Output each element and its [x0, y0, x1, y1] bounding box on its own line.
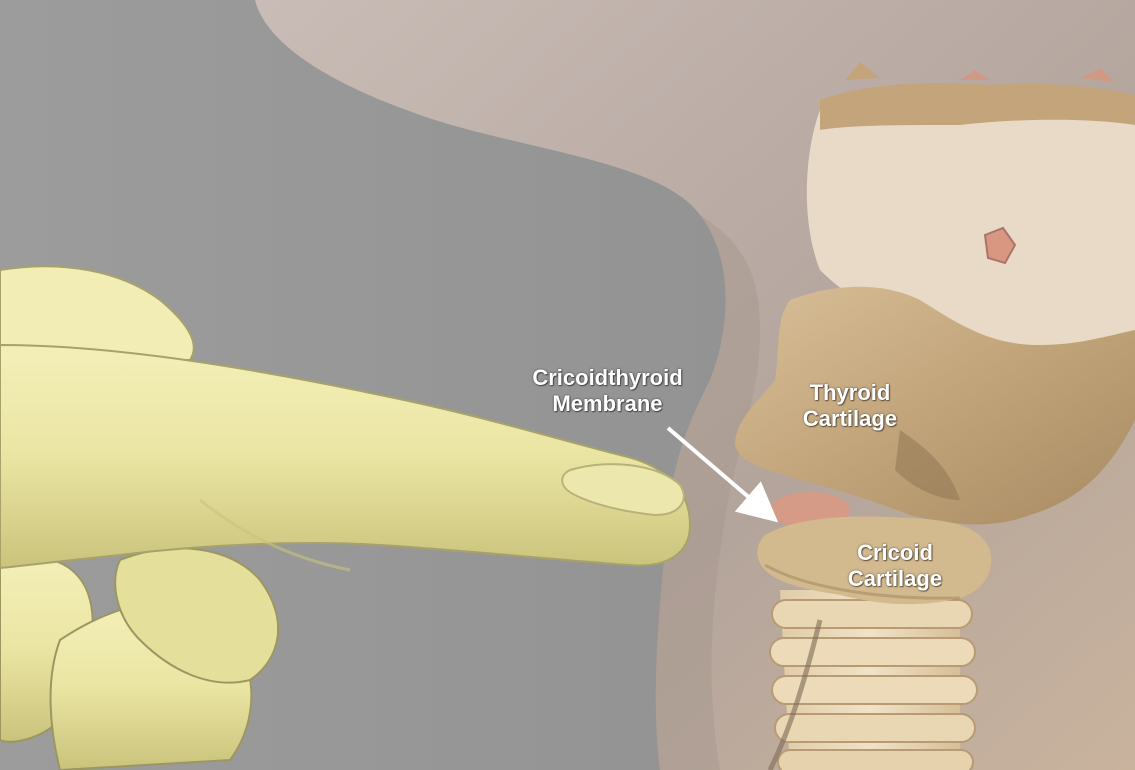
- label-membrane-line2: Membrane: [505, 391, 710, 417]
- label-cricoid-cartilage: Cricoid Cartilage: [820, 540, 970, 592]
- label-thyroid-line2: Cartilage: [775, 406, 925, 432]
- trachea: [770, 590, 977, 770]
- label-thyroid-cartilage: Thyroid Cartilage: [775, 380, 925, 432]
- label-membrane-line1: Cricoidthyroid: [505, 365, 710, 391]
- label-cricoidthyroid-membrane: Cricoidthyroid Membrane: [505, 365, 710, 417]
- label-cricoid-line2: Cartilage: [820, 566, 970, 592]
- label-thyroid-line1: Thyroid: [775, 380, 925, 406]
- label-cricoid-line1: Cricoid: [820, 540, 970, 566]
